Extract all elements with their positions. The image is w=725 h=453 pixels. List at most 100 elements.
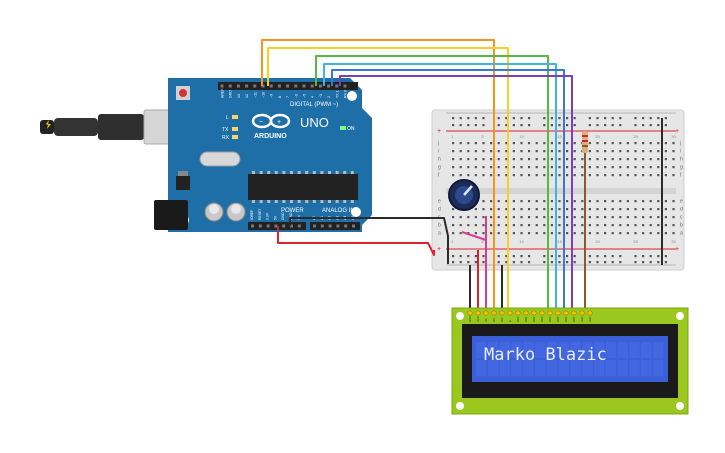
digital-pin[interactable] <box>253 84 257 88</box>
lcd-pin[interactable] <box>499 310 505 316</box>
lcd-pin[interactable] <box>483 310 489 316</box>
digital-pin-label: ~3 <box>319 94 323 98</box>
power-jack[interactable] <box>154 200 188 230</box>
power-pin[interactable] <box>266 224 270 228</box>
lcd-pin[interactable] <box>547 310 553 316</box>
analog-pin[interactable] <box>328 224 332 228</box>
analog-pin[interactable] <box>344 224 348 228</box>
lcd-pin-label: DB0 <box>516 316 520 322</box>
digital-pin-label: ~9 <box>270 94 274 98</box>
digital-pin[interactable] <box>220 84 224 88</box>
digital-pin[interactable] <box>335 84 339 88</box>
digital-label: DIGITAL (PWM ~) <box>290 102 338 108</box>
lcd-pin[interactable] <box>491 310 497 316</box>
breadboard-holes <box>452 117 675 264</box>
svg-text:25: 25 <box>633 134 638 139</box>
power-pin[interactable] <box>290 224 293 228</box>
wire-purple-d2 <box>339 75 573 150</box>
power-pin-label: IOREF <box>250 210 254 220</box>
digital-pin[interactable] <box>277 84 281 88</box>
power-pin[interactable] <box>297 224 301 228</box>
model-label: UNO <box>300 115 329 130</box>
lcd-pin[interactable] <box>531 310 537 316</box>
svg-text:15: 15 <box>557 239 562 244</box>
digital-pin[interactable] <box>310 84 314 88</box>
digital-pin-label: 8 <box>278 96 282 98</box>
power-pin[interactable] <box>274 224 278 228</box>
svg-text:e: e <box>438 199 441 205</box>
digital-pin-label: AREF <box>221 88 225 98</box>
lcd-pin-label: VCC <box>476 316 480 322</box>
power-pin-label: 5V <box>273 215 277 220</box>
svg-text:b: b <box>438 223 441 229</box>
brand-label: ARDUINO <box>254 133 287 140</box>
svg-text:10: 10 <box>519 134 524 139</box>
power-pin-label: 3.3V <box>266 212 270 220</box>
digital-pin[interactable] <box>228 84 232 88</box>
power-pin[interactable] <box>251 224 254 228</box>
lcd-pin[interactable] <box>515 310 521 316</box>
lcd-pin[interactable] <box>475 310 481 316</box>
digital-pin-label: ~11 <box>253 92 257 98</box>
digital-pin[interactable] <box>318 84 322 88</box>
svg-text:a: a <box>438 231 441 237</box>
lcd-pin-label: RS <box>492 318 496 322</box>
digital-pin-label: TX 1 <box>335 90 339 98</box>
led-rx <box>232 135 238 139</box>
digital-pin[interactable] <box>236 84 240 88</box>
lcd-pin-label: DB2 <box>532 316 536 322</box>
analog-pin[interactable] <box>320 224 324 228</box>
svg-text:i: i <box>438 149 439 155</box>
power-pin[interactable] <box>258 224 262 228</box>
analog-pin[interactable] <box>352 224 355 228</box>
digital-pin[interactable] <box>294 84 298 88</box>
lcd-pin[interactable] <box>571 310 577 316</box>
svg-text:g: g <box>438 165 441 171</box>
potentiometer[interactable] <box>448 179 480 211</box>
led-on <box>340 126 346 130</box>
svg-text:30: 30 <box>671 239 676 244</box>
crystal-oscillator <box>199 151 241 167</box>
lcd-pin-label: DB5 <box>556 316 560 322</box>
lcd-pin[interactable] <box>579 310 585 316</box>
digital-pin-label: 7 <box>286 96 290 98</box>
analog-header <box>310 222 360 230</box>
usb-cable <box>40 109 179 145</box>
lcd-pin[interactable] <box>555 310 561 316</box>
lcd-pin-label: V0 <box>484 318 488 322</box>
wire-black-gnd-rail <box>289 217 449 264</box>
atmega-chip <box>248 174 358 200</box>
digital-pin[interactable] <box>286 84 290 88</box>
lcd-pin-label: LED <box>588 317 592 322</box>
wire-orange-d12 <box>261 39 495 150</box>
analog-pin[interactable] <box>313 224 316 228</box>
lcd-pin[interactable] <box>587 310 593 316</box>
svg-text:20: 20 <box>595 134 600 139</box>
digital-pin[interactable] <box>245 84 249 88</box>
digital-pin-label: 12 <box>245 94 249 98</box>
lcd-pin[interactable] <box>563 310 569 316</box>
digital-pin[interactable] <box>302 84 306 88</box>
digital-pin-label: GND <box>229 90 233 98</box>
digital-pin[interactable] <box>269 84 273 88</box>
analog-pin[interactable] <box>336 224 340 228</box>
digital-pin[interactable] <box>327 84 331 88</box>
wire-cyan-d4 <box>323 63 557 150</box>
svg-text:h: h <box>680 157 683 163</box>
rail-plus-bottom-right: + <box>675 246 679 253</box>
svg-text:30: 30 <box>671 134 676 139</box>
digital-pin-label: ~10 <box>262 92 266 98</box>
power-pin[interactable] <box>282 224 286 228</box>
lcd-pin[interactable] <box>507 310 513 316</box>
svg-text:+: + <box>277 119 281 126</box>
digital-pin-label: 2 <box>327 96 331 98</box>
lcd-pin-label: RW <box>500 317 504 322</box>
lcd-pin[interactable] <box>467 310 473 316</box>
svg-text:f: f <box>680 173 682 179</box>
lcd-pin[interactable] <box>523 310 529 316</box>
digital-pin[interactable] <box>343 84 347 88</box>
lcd-pin[interactable] <box>539 310 545 316</box>
wire-blue-d3 <box>331 69 565 150</box>
